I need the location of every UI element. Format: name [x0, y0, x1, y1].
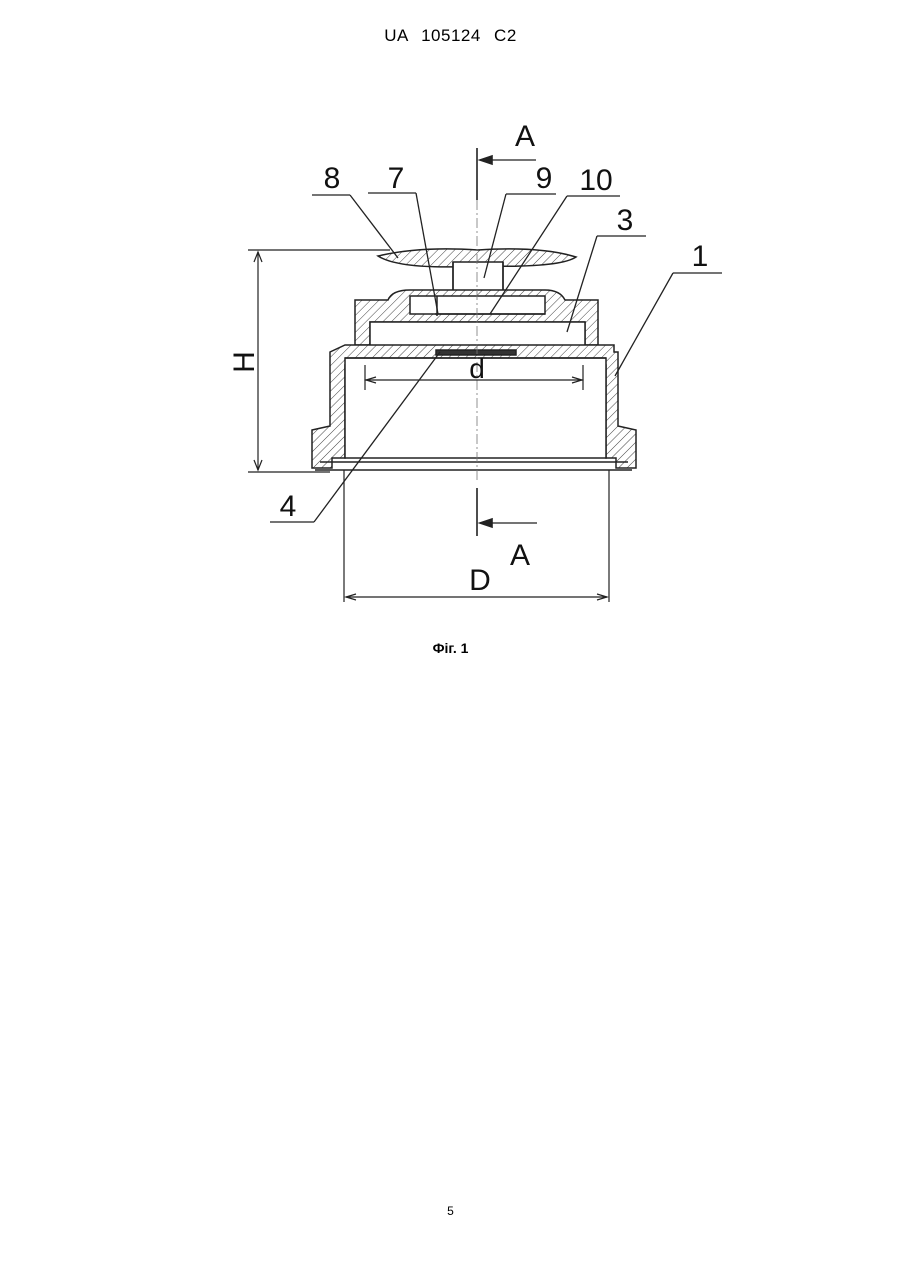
callout-8: 8 — [324, 162, 341, 195]
label-d: d — [469, 353, 485, 384]
callout-3: 3 — [617, 204, 634, 237]
callout-10: 10 — [579, 164, 612, 197]
label-H: H — [228, 351, 261, 373]
upper-neck — [355, 290, 598, 352]
callout-7: 7 — [388, 162, 405, 195]
section-label-top: A — [515, 120, 535, 153]
section-mark-top — [477, 148, 536, 200]
callout-1: 1 — [692, 240, 709, 273]
callout-4: 4 — [280, 490, 297, 523]
section-label-bottom: A — [510, 539, 530, 572]
callout-9: 9 — [536, 162, 553, 195]
section-mark-bottom — [477, 488, 537, 536]
technical-drawing: H A d — [0, 0, 901, 640]
label-D: D — [469, 564, 491, 597]
figure-caption: Фіг. 1 — [0, 640, 901, 656]
page-number: 5 — [0, 1204, 901, 1218]
